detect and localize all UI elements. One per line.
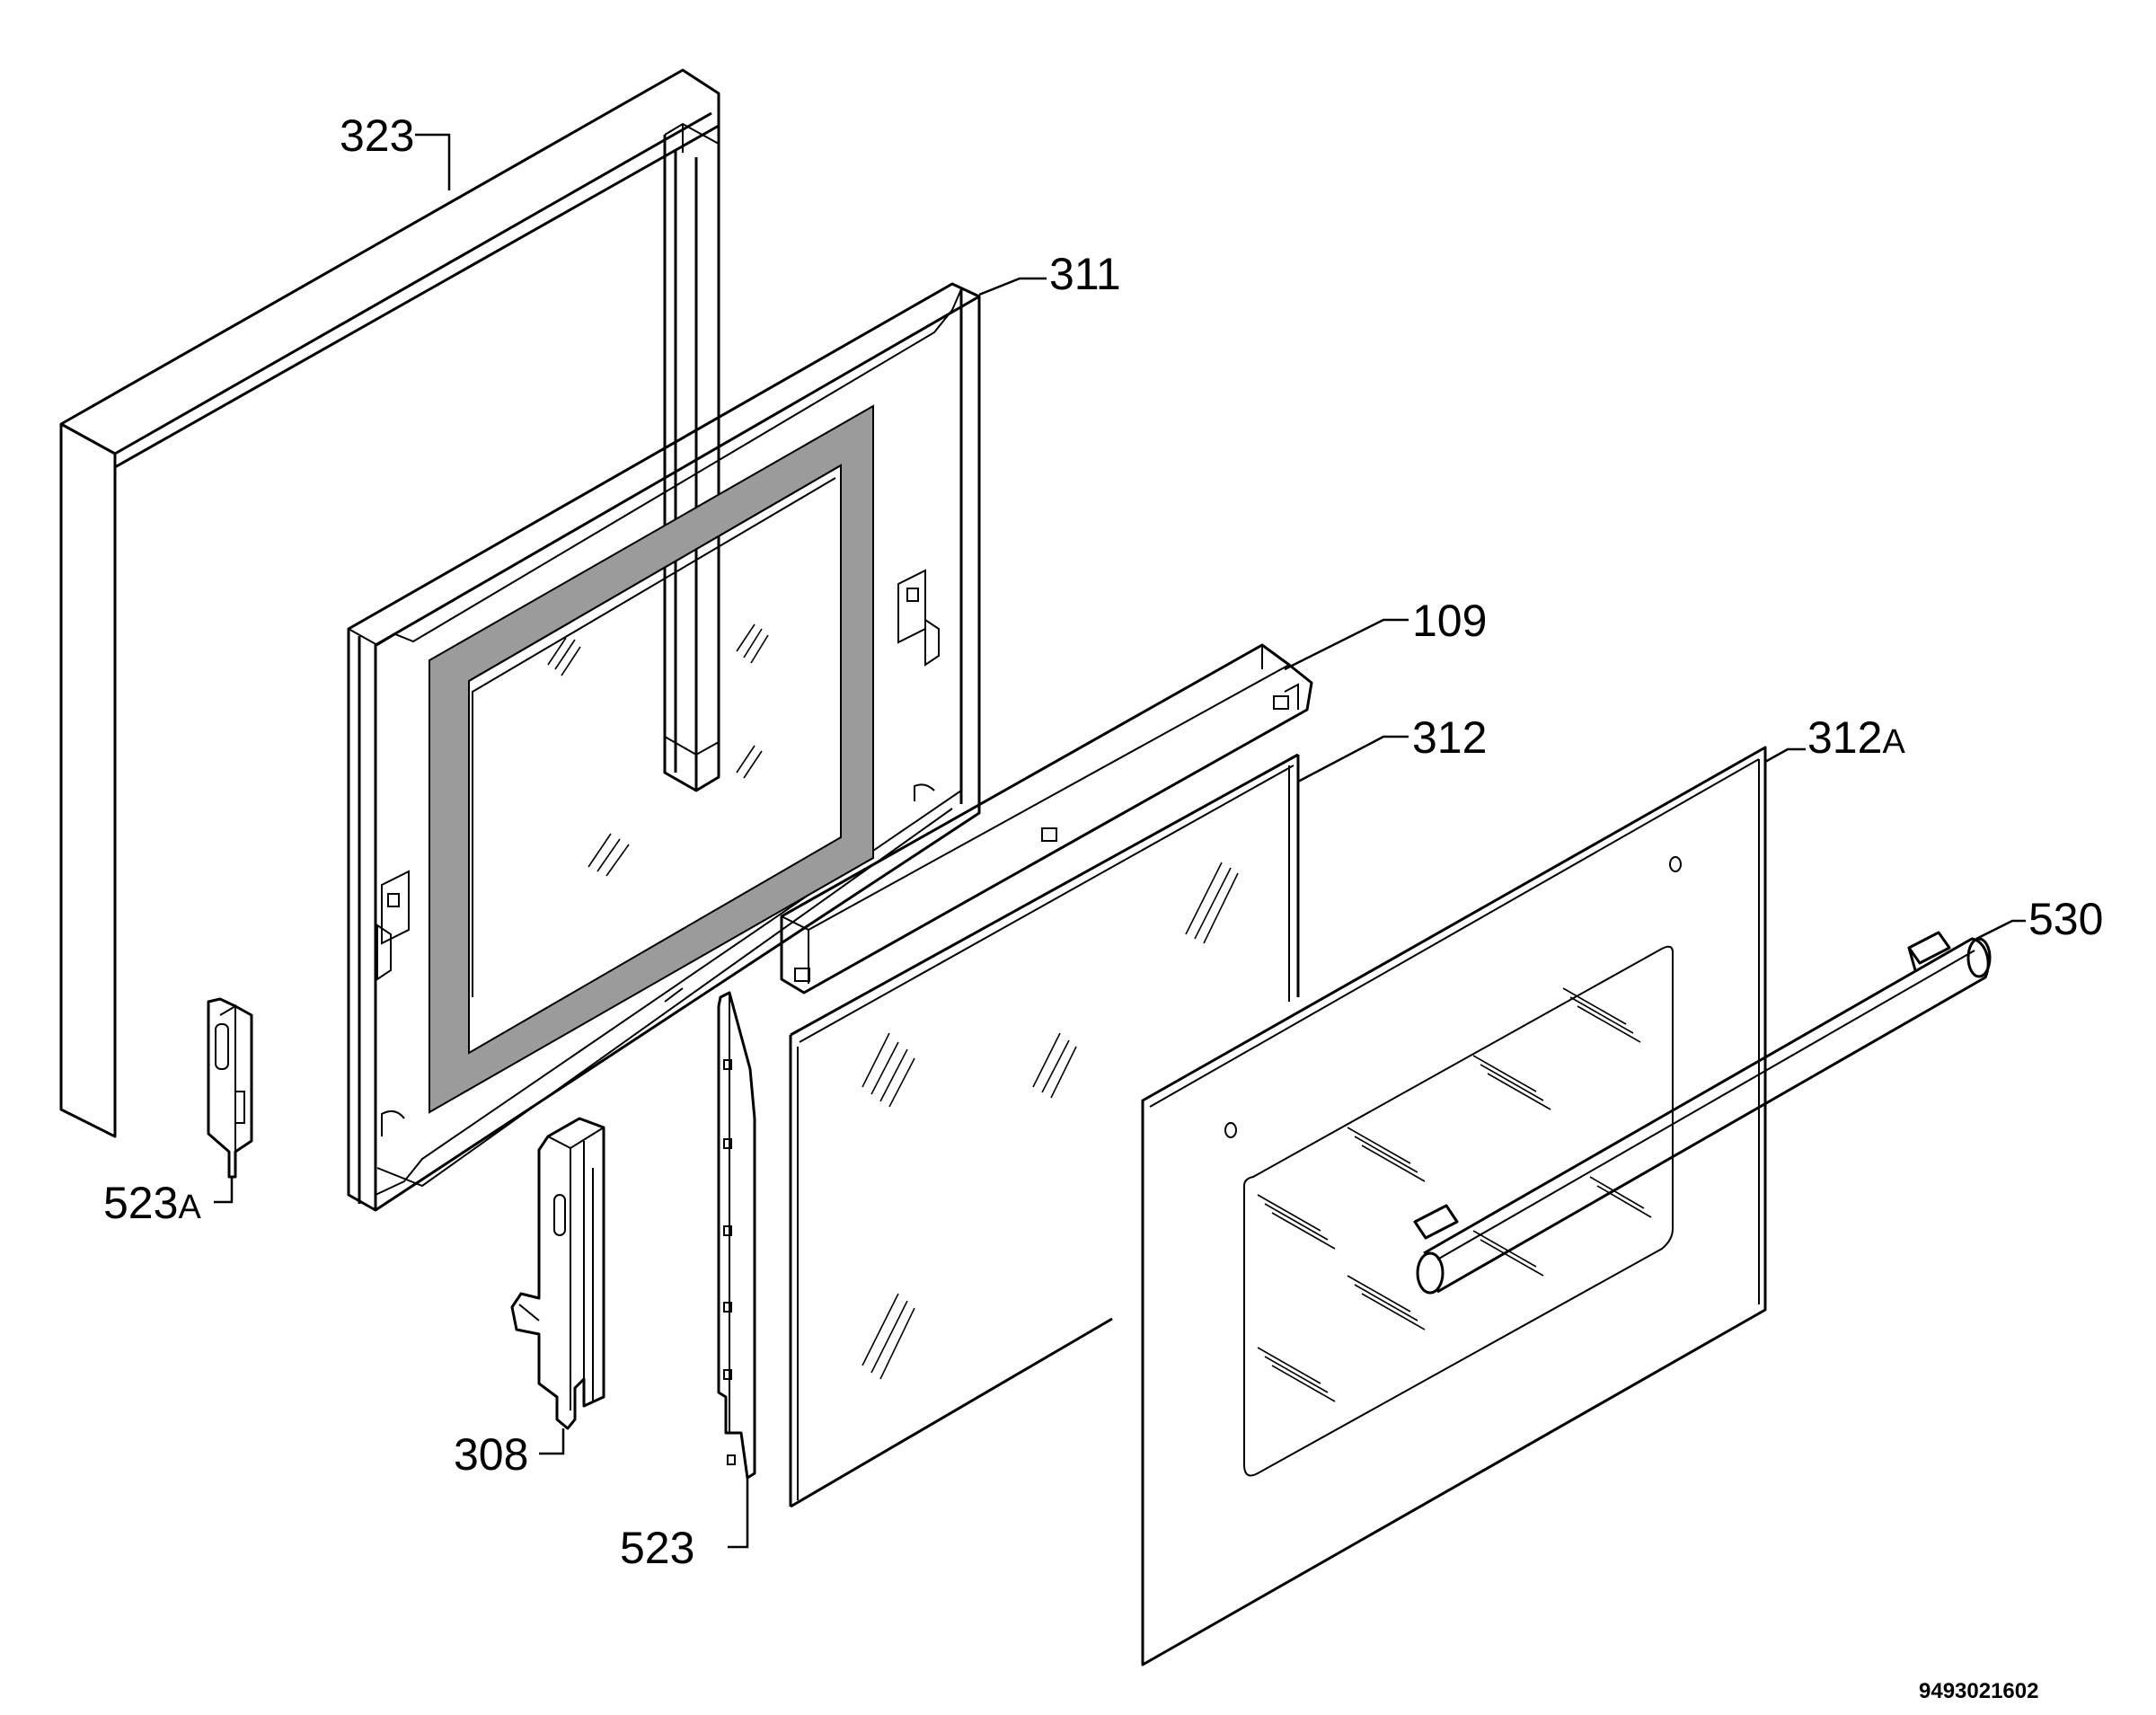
callout-labels: 323 311 109 312 312A 530 523A 308 523 <box>103 111 2103 1573</box>
part-523a-hinge-receptacle <box>207 997 253 1179</box>
frame-edge-mark <box>664 987 684 1003</box>
leader-lines <box>214 133 2026 1549</box>
part-312a-outer-glass <box>1141 746 1767 1666</box>
label-530: 530 <box>2028 894 2103 944</box>
part-530-handle <box>1413 931 1992 1295</box>
part-308-hinge <box>510 1117 605 1430</box>
part-311-inner-panel <box>347 282 981 1212</box>
label-523a: 523A <box>103 1178 201 1228</box>
label-523: 523 <box>620 1523 694 1573</box>
part-312-inner-glass <box>789 753 1300 1508</box>
drawing-number: 9493021602 <box>1919 1679 2038 1703</box>
label-312: 312 <box>1412 712 1487 763</box>
label-109: 109 <box>1412 596 1487 646</box>
label-308: 308 <box>454 1429 528 1480</box>
label-323: 323 <box>340 111 414 161</box>
part-109-retaining-strip <box>780 643 1313 995</box>
part-523-bracket <box>717 991 756 1480</box>
label-311: 311 <box>1049 249 1121 299</box>
label-312a: 312A <box>1807 712 1905 763</box>
